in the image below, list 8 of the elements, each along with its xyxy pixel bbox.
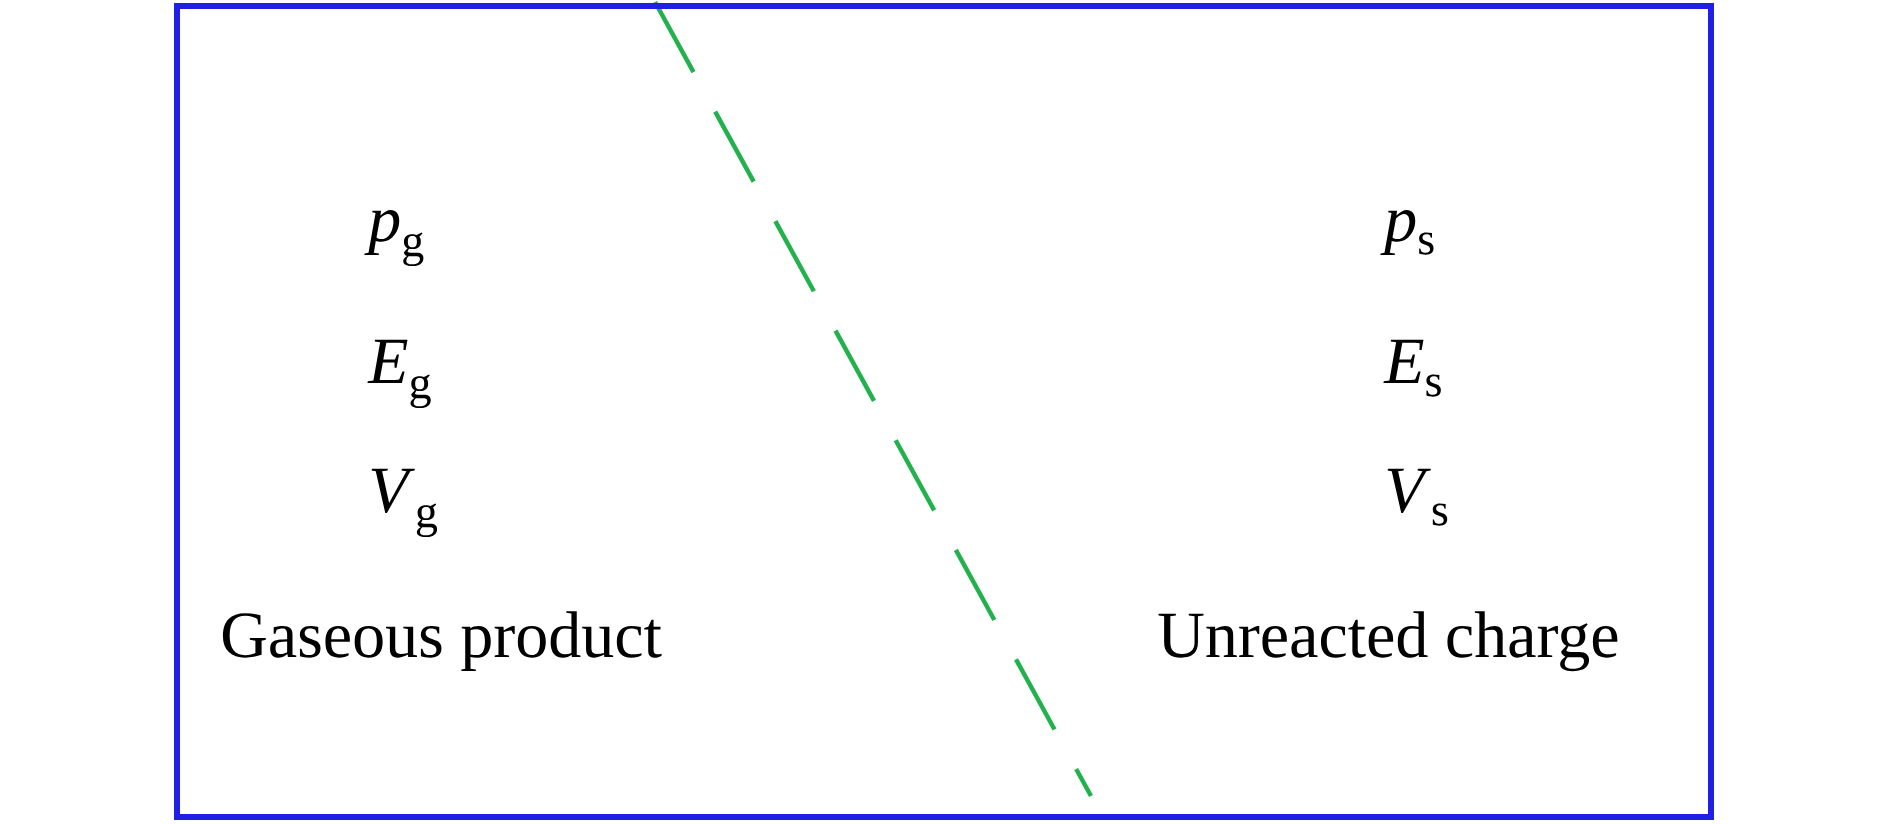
symbol-label: E$_{s}$ — [1383, 339, 1441, 397]
symbol-label: E$_{g}$ — [367, 339, 431, 409]
symbol-label: V$_{s}$ — [1387, 468, 1448, 526]
symbol-label: p$_{s}$ — [1380, 209, 1434, 256]
symbol-label: p$_{g}$ — [364, 209, 424, 267]
region-label: Unreacted charge — [1158, 611, 1618, 672]
symbol-label: V$_{g}$ — [371, 468, 438, 538]
region-label: Gaseous product — [222, 611, 662, 672]
